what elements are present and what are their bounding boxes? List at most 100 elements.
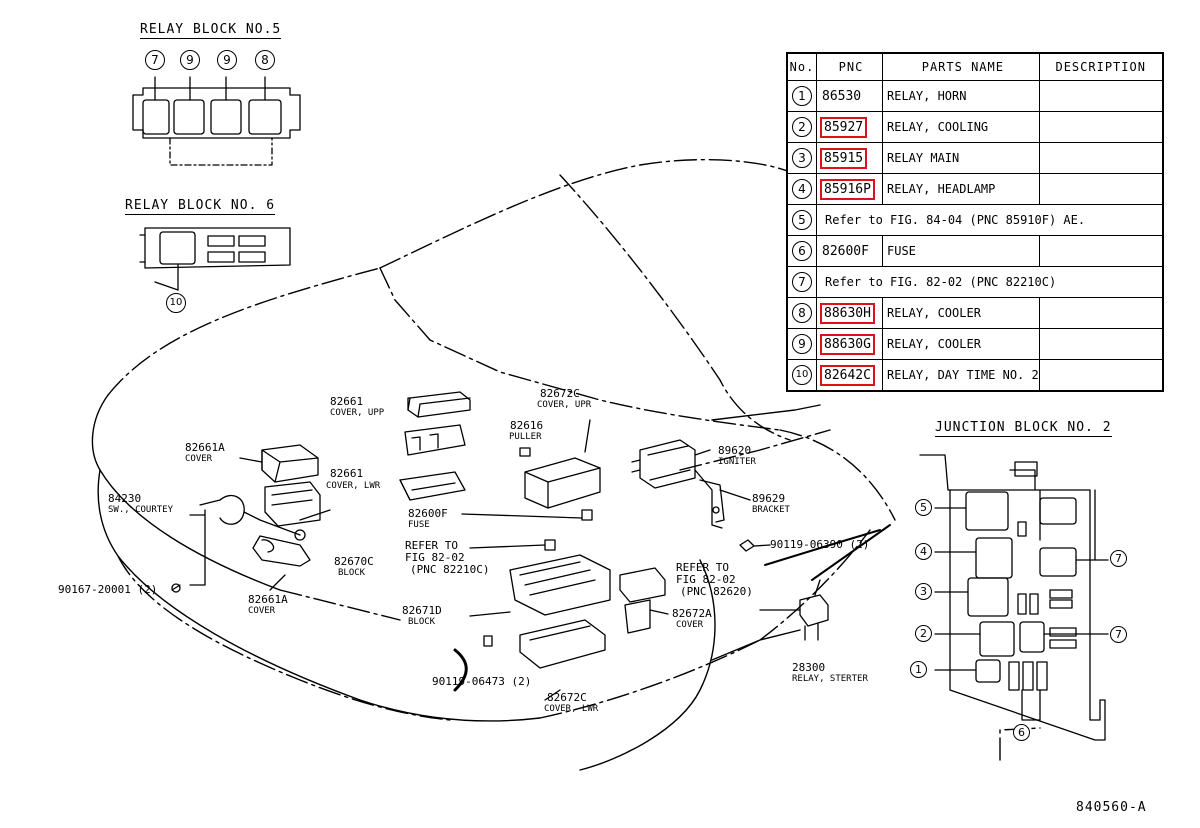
callout-5: 5 — [915, 499, 932, 516]
part-82661-lwr: 82661 — [330, 467, 364, 480]
part-82672c-lwr-desc: COVER, LWR — [544, 704, 599, 714]
part-82661-upp: 82661 — [330, 395, 364, 408]
part-82672c-lwr: 82672C — [547, 691, 587, 704]
part-89629-desc: BRACKET — [752, 505, 790, 515]
callout-8: 8 — [255, 50, 275, 70]
row-number-cell: 1 — [786, 80, 817, 112]
parts-name-cell: RELAY, COOLING — [882, 111, 1040, 143]
parts-name-cell: RELAY, COOLER — [882, 297, 1040, 329]
pnc-highlighted: 85927 — [820, 116, 868, 138]
refer-fig-82-02-a-line1: REFER TO — [405, 539, 458, 552]
part-82661-upp-desc: COVER, UPP — [330, 408, 385, 418]
leader-lines — [154, 281, 179, 291]
callout-9: 9 — [217, 50, 237, 70]
car-body-outline — [91, 158, 1041, 771]
pnc-cell: 88630G — [816, 328, 883, 360]
part-84230: 84230 — [108, 492, 142, 505]
part-82616-desc: PULLER — [509, 432, 542, 442]
part-90167-20001: 90167-20001 (2) — [58, 583, 158, 596]
callout-10: 10 — [166, 293, 186, 313]
part-82661a: 82661A — [185, 441, 225, 454]
pnc-cell: 85915 — [816, 142, 883, 174]
part-82600f: 82600F — [408, 507, 448, 520]
row-number: 8 — [792, 303, 812, 323]
callout-7: 7 — [145, 50, 165, 70]
parts-name-cell: RELAY, COOLER — [882, 328, 1040, 360]
junction-block-2-title: JUNCTION BLOCK NO. 2 — [935, 420, 1112, 437]
refer-fig-82-02-a-line3: (PNC 82210C) — [410, 563, 490, 576]
callout-7: 7 — [1110, 550, 1127, 567]
table-row: 1 86530 RELAY, HORN — [786, 80, 1164, 112]
pnc-cell: 82642C — [816, 359, 883, 392]
right-parts-drawing — [631, 439, 829, 641]
description-cell — [1038, 359, 1164, 392]
part-82616: 82616 — [510, 419, 544, 432]
description-cell — [1038, 142, 1164, 174]
header-no: No. — [786, 52, 817, 81]
row-number-cell: 2 — [786, 111, 817, 143]
part-82661-lwr-desc: COVER, LWR — [326, 481, 381, 491]
row-number: 9 — [792, 334, 812, 354]
pnc-highlighted: 88630G — [820, 333, 875, 355]
pnc: 82600F — [822, 243, 869, 259]
parts-name-cell: RELAY MAIN — [882, 142, 1040, 174]
row-number-cell: 4 — [786, 173, 817, 205]
parts-name-cell: RELAY, HEADLAMP — [882, 173, 1040, 205]
part-28300-desc: RELAY, STERTER — [792, 674, 868, 684]
pnc-highlighted: 88630H — [820, 302, 875, 324]
row-number-cell: 8 — [786, 297, 817, 329]
refer-fig-82-02-b-line1: REFER TO — [676, 561, 729, 574]
part-82670c-desc: BLOCK — [338, 568, 366, 578]
junction-block-2-drawing — [919, 454, 1109, 741]
header-parts-name: PARTS NAME — [882, 52, 1040, 81]
relay-block-6-drawing — [139, 227, 291, 291]
part-82671d: 82671D — [402, 604, 442, 617]
row-number-cell: 9 — [786, 328, 817, 360]
part-82661a-2-desc: COVER — [248, 606, 276, 616]
description-cell — [1038, 297, 1164, 329]
row-number-cell: 3 — [786, 142, 817, 174]
callout-2: 2 — [915, 625, 932, 642]
callout-6: 6 — [1013, 724, 1030, 741]
parts-name-cell: RELAY, HORN — [882, 80, 1040, 112]
table-row: 4 85916P RELAY, HEADLAMP — [786, 173, 1164, 205]
row-number: 7 — [792, 272, 812, 292]
part-89620: 89620 — [718, 444, 752, 457]
pnc-highlighted: 85915 — [820, 147, 868, 169]
refer-note: Refer to FIG. 82-02 (PNC 82210C) — [815, 266, 1164, 298]
description-cell — [1038, 80, 1164, 112]
part-82661a-2: 82661A — [248, 593, 288, 606]
part-90119-06473: 90119-06473 (2) — [432, 675, 532, 688]
pnc-cell: 85916P — [816, 173, 883, 205]
refer-fig-82-02-b-line2: FIG 82-02 — [676, 573, 736, 586]
row-number: 6 — [792, 241, 812, 261]
pnc-highlighted: 82642C — [820, 364, 875, 386]
pnc-cell: 88630H — [816, 297, 883, 329]
row-number: 3 — [792, 148, 812, 168]
table-header-row: No. PNC PARTS NAME DESCRIPTION — [786, 52, 1164, 81]
part-84230-desc: SW., COURTEY — [108, 505, 174, 515]
refer-fig-82-02-a-line2: FIG 82-02 — [405, 551, 465, 564]
refer-note: Refer to FIG. 84-04 (PNC 85910F) AE. — [815, 204, 1164, 236]
row-number-cell: 6 — [786, 235, 817, 267]
description-cell — [1038, 235, 1164, 267]
table-row: 9 88630G RELAY, COOLER — [786, 328, 1164, 360]
pnc-highlighted: 85916P — [820, 178, 875, 200]
pnc: 86530 — [822, 88, 862, 104]
part-82671d-desc: BLOCK — [408, 617, 436, 627]
part-28300: 28300 — [792, 661, 826, 674]
row-number: 4 — [792, 179, 812, 199]
refer-fig-82-02-b-line3: (PNC 82620) — [680, 585, 753, 598]
part-82672c-upr-desc: COVER, UPR — [537, 400, 592, 410]
pnc-cell: 82600F — [816, 235, 883, 267]
description-cell — [1038, 328, 1164, 360]
row-number-cell: 7 — [786, 266, 817, 298]
header-description: DESCRIPTION — [1038, 52, 1164, 81]
relay-block-6-title: RELAY BLOCK NO. 6 — [125, 198, 276, 215]
